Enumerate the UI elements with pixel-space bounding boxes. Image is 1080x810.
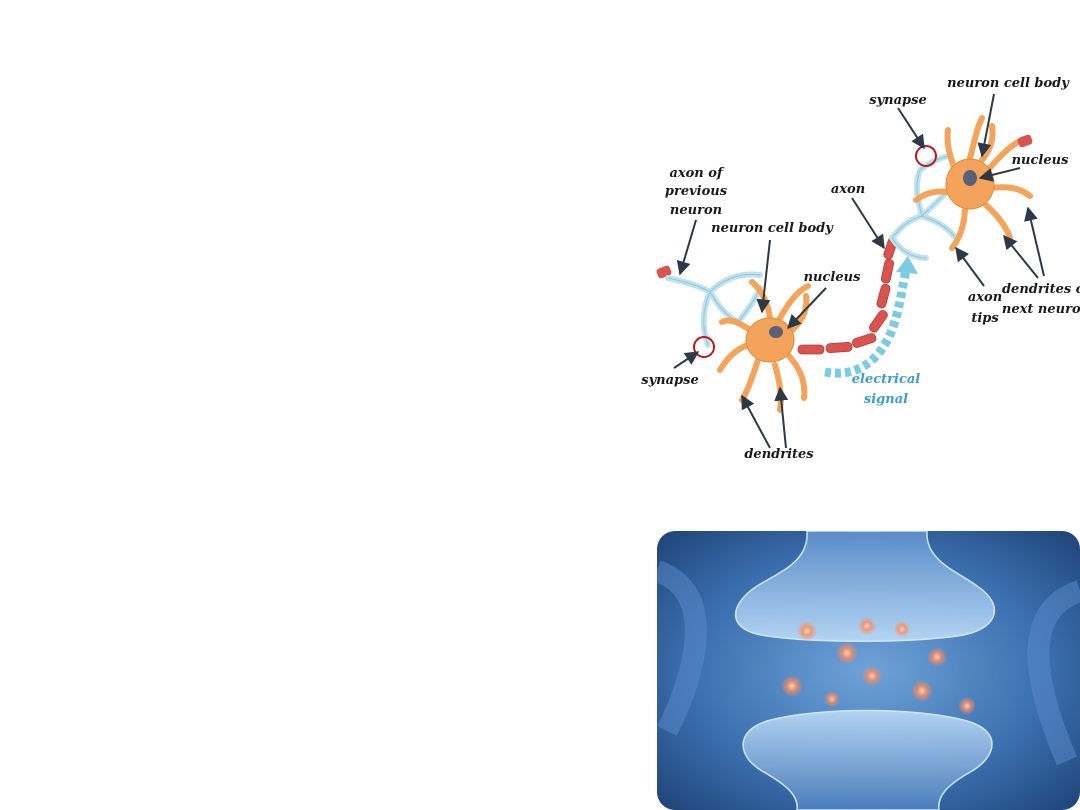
label-synapse-right: synapse xyxy=(869,93,926,108)
pointer-dendrites-next-b xyxy=(1024,206,1045,277)
previous-axon-terminal xyxy=(656,265,763,348)
axon xyxy=(797,236,898,355)
label-cell-body-left: neuron cell body xyxy=(711,221,834,236)
label-dendrites: dendrites xyxy=(744,447,814,462)
synapse-image xyxy=(657,531,1080,810)
label-axon-tips-2: tips xyxy=(971,311,999,326)
label-synapse-left: synapse xyxy=(641,373,698,388)
label-nucleus-right: nucleus xyxy=(1012,153,1069,168)
label-axon: axon xyxy=(831,182,865,197)
pointer-cell-body-left xyxy=(756,239,771,314)
left-synapse-circle xyxy=(693,336,715,358)
right-axon-terminal xyxy=(889,153,957,261)
label-dendrites-next-2: next neuron xyxy=(1002,302,1080,317)
label-axon-tips-1: axon xyxy=(968,290,1002,305)
pointer-dendrite-a xyxy=(741,394,771,449)
right-synapse-circle xyxy=(915,145,937,167)
pointer-dendrite-b xyxy=(774,386,789,449)
pointer-nucleus-right xyxy=(978,167,1021,182)
neurotransmitters xyxy=(781,617,976,715)
left-nucleus xyxy=(769,326,783,338)
pointer-cell-body-right xyxy=(977,93,995,158)
pointer-nucleus-left xyxy=(787,287,827,330)
pointer-synapse-right xyxy=(897,107,925,150)
pointer-axon xyxy=(851,197,885,250)
right-nucleus xyxy=(963,170,977,186)
label-signal-1: electrical xyxy=(852,372,921,387)
pointer-axon-prev xyxy=(676,219,697,276)
label-axon-prev-3: neuron xyxy=(670,203,722,218)
label-nucleus-left: nucleus xyxy=(804,270,861,285)
label-axon-prev-2: previous xyxy=(665,184,728,199)
pointer-dendrites-next-a xyxy=(1003,234,1039,279)
label-signal-2: signal xyxy=(864,392,908,407)
signal-arrow xyxy=(824,256,918,378)
neuron-diagram: axon of previous neuron neuron cell body… xyxy=(641,76,1080,462)
label-dendrites-next-1: dendrites of xyxy=(1002,282,1080,297)
pointer-synapse-left xyxy=(673,351,700,369)
pointer-axon-tips xyxy=(955,246,985,287)
right-neuron-cell xyxy=(913,115,1033,251)
label-cell-body-right: neuron cell body xyxy=(947,76,1070,91)
label-axon-prev-1: axon of xyxy=(669,166,724,181)
